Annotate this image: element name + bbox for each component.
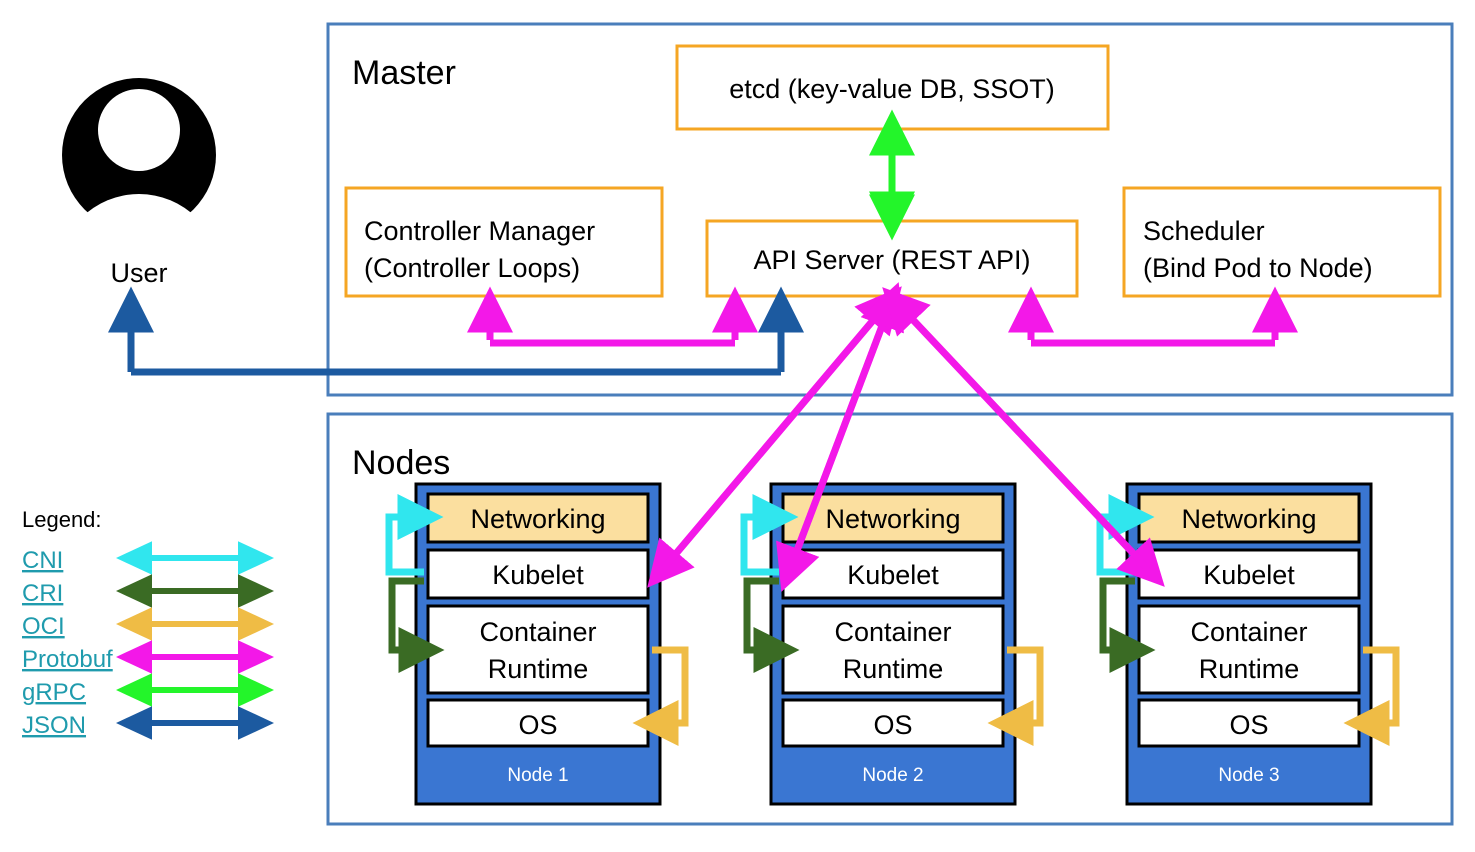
legend-item-cni-label[interactable]: CNI xyxy=(22,547,63,574)
connection-protobuf-controller-apiserver xyxy=(466,286,759,347)
api-server-box[interactable]: API Server (REST API) xyxy=(705,219,1079,298)
connection-oci-node-1 xyxy=(632,646,689,747)
connection-oci-node-3 xyxy=(1343,646,1400,747)
nodes-group-title: Nodes xyxy=(352,444,450,482)
legend-title: Legend: xyxy=(22,507,102,532)
api-server-label: API Server (REST API) xyxy=(753,245,1030,275)
node-2-container-runtime-label-line1: Container xyxy=(834,617,951,647)
node-3-os-label: OS xyxy=(1229,710,1268,740)
etcd-box[interactable]: etcd (key-value DB, SSOT) xyxy=(675,44,1110,131)
connection-json-user-apiserver xyxy=(107,286,805,376)
node-3-container-runtime-label-line2: Runtime xyxy=(1199,654,1300,684)
controller-manager-label-line1: Controller Manager xyxy=(364,216,595,246)
master-group: Master xyxy=(326,22,1454,397)
node-2-kubelet-label: Kubelet xyxy=(847,560,939,590)
master-group-title: Master xyxy=(352,54,456,92)
node-3[interactable]: Networking Kubelet Container Runtime OS … xyxy=(1125,482,1373,806)
legend-item-cri-label[interactable]: CRI xyxy=(22,580,63,607)
connection-protobuf-kubelet1-apiserver xyxy=(647,286,902,588)
node-3-name: Node 3 xyxy=(1218,765,1279,786)
user-avatar-icon xyxy=(57,78,221,358)
controller-manager-box[interactable]: Controller Manager (Controller Loops) xyxy=(344,186,664,298)
node-1-container-runtime-label-line2: Runtime xyxy=(488,654,589,684)
node-2-container-runtime-label-line2: Runtime xyxy=(843,654,944,684)
nodes-group: Nodes xyxy=(326,412,1454,826)
node-2-networking-label: Networking xyxy=(825,504,960,534)
scheduler-label-line2: (Bind Pod to Node) xyxy=(1143,253,1373,283)
node-3-container-runtime-label-line1: Container xyxy=(1190,617,1307,647)
legend-item-oci-label[interactable]: OCI xyxy=(22,613,65,640)
node-1-container-runtime-label-line1: Container xyxy=(479,617,596,647)
legend-item-grpc-label[interactable]: gRPC xyxy=(22,679,86,706)
node-3-kubelet-label: Kubelet xyxy=(1203,560,1295,590)
legend-item-json-label[interactable]: JSON xyxy=(22,712,86,739)
connection-cri-node-2 xyxy=(743,577,800,674)
connection-protobuf-kubelet3-apiserver xyxy=(882,287,1165,587)
node-1[interactable]: Networking Kubelet Container Runtime OS … xyxy=(414,482,662,806)
controller-manager-label-line2: (Controller Loops) xyxy=(364,253,580,283)
legend-item-protobuf-label[interactable]: Protobuf xyxy=(22,646,113,673)
node-1-os-label: OS xyxy=(518,710,557,740)
node-1-kubelet-label: Kubelet xyxy=(492,560,584,590)
connection-cri-node-1 xyxy=(388,577,445,674)
node-1-name: Node 1 xyxy=(507,765,568,786)
node-2-name: Node 2 xyxy=(862,765,923,786)
connection-protobuf-kubelet2-apiserver xyxy=(776,282,904,592)
connection-oci-node-2 xyxy=(987,646,1044,747)
connection-cni-node-2 xyxy=(740,493,799,576)
user-label: User xyxy=(110,258,167,288)
scheduler-box[interactable]: Scheduler (Bind Pod to Node) xyxy=(1122,186,1442,298)
node-1-networking-label: Networking xyxy=(470,504,605,534)
node-2-os-label: OS xyxy=(873,710,912,740)
connection-protobuf-scheduler-apiserver xyxy=(1007,286,1299,347)
etcd-label: etcd (key-value DB, SSOT) xyxy=(729,74,1055,104)
connection-cni-node-1 xyxy=(385,493,444,576)
legend: Legend: CNI CRI OCI Protobuf gRPC JSON xyxy=(22,507,274,740)
user-actor: User xyxy=(57,78,221,358)
scheduler-label-line1: Scheduler xyxy=(1143,216,1265,246)
node-3-networking-label: Networking xyxy=(1181,504,1316,534)
